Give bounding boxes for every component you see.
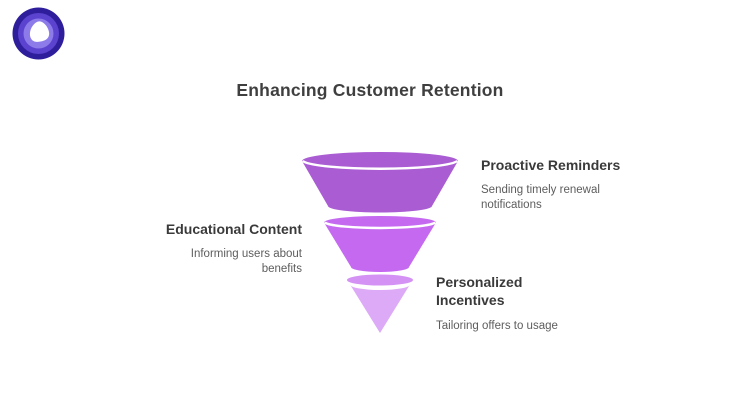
funnel-stage-1-shape (302, 152, 458, 213)
stage-label-block-personalized-incentives: Personalized Incentives Tailoring offers… (436, 274, 616, 334)
funnel-stage-3-shape (350, 284, 410, 333)
stage-label: Personalized Incentives (436, 274, 523, 308)
funnel-stage-2-shape (324, 216, 436, 272)
funnel-stage-2-rim (324, 221, 436, 230)
stage-label-block-proactive-reminders: Proactive Reminders Sending timely renew… (481, 157, 641, 214)
page-title: Enhancing Customer Retention (236, 80, 504, 100)
brand-logo (12, 7, 65, 60)
funnel-stage-1-rim (302, 160, 458, 170)
stage-label: Educational Content (165, 221, 302, 237)
stage-description: Informing users about benefits (190, 247, 302, 276)
logo-core-shape (29, 21, 50, 42)
stage-label-block-educational-content: Educational Content Informing users abou… (122, 221, 302, 278)
funnel-stage-3-cap (347, 274, 413, 286)
stage-description: Tailoring offers to usage (436, 319, 558, 332)
stage-description: Sending timely renewal notifications (481, 183, 600, 212)
brand-logo-icon (12, 7, 65, 60)
stage-label: Proactive Reminders (481, 157, 621, 173)
